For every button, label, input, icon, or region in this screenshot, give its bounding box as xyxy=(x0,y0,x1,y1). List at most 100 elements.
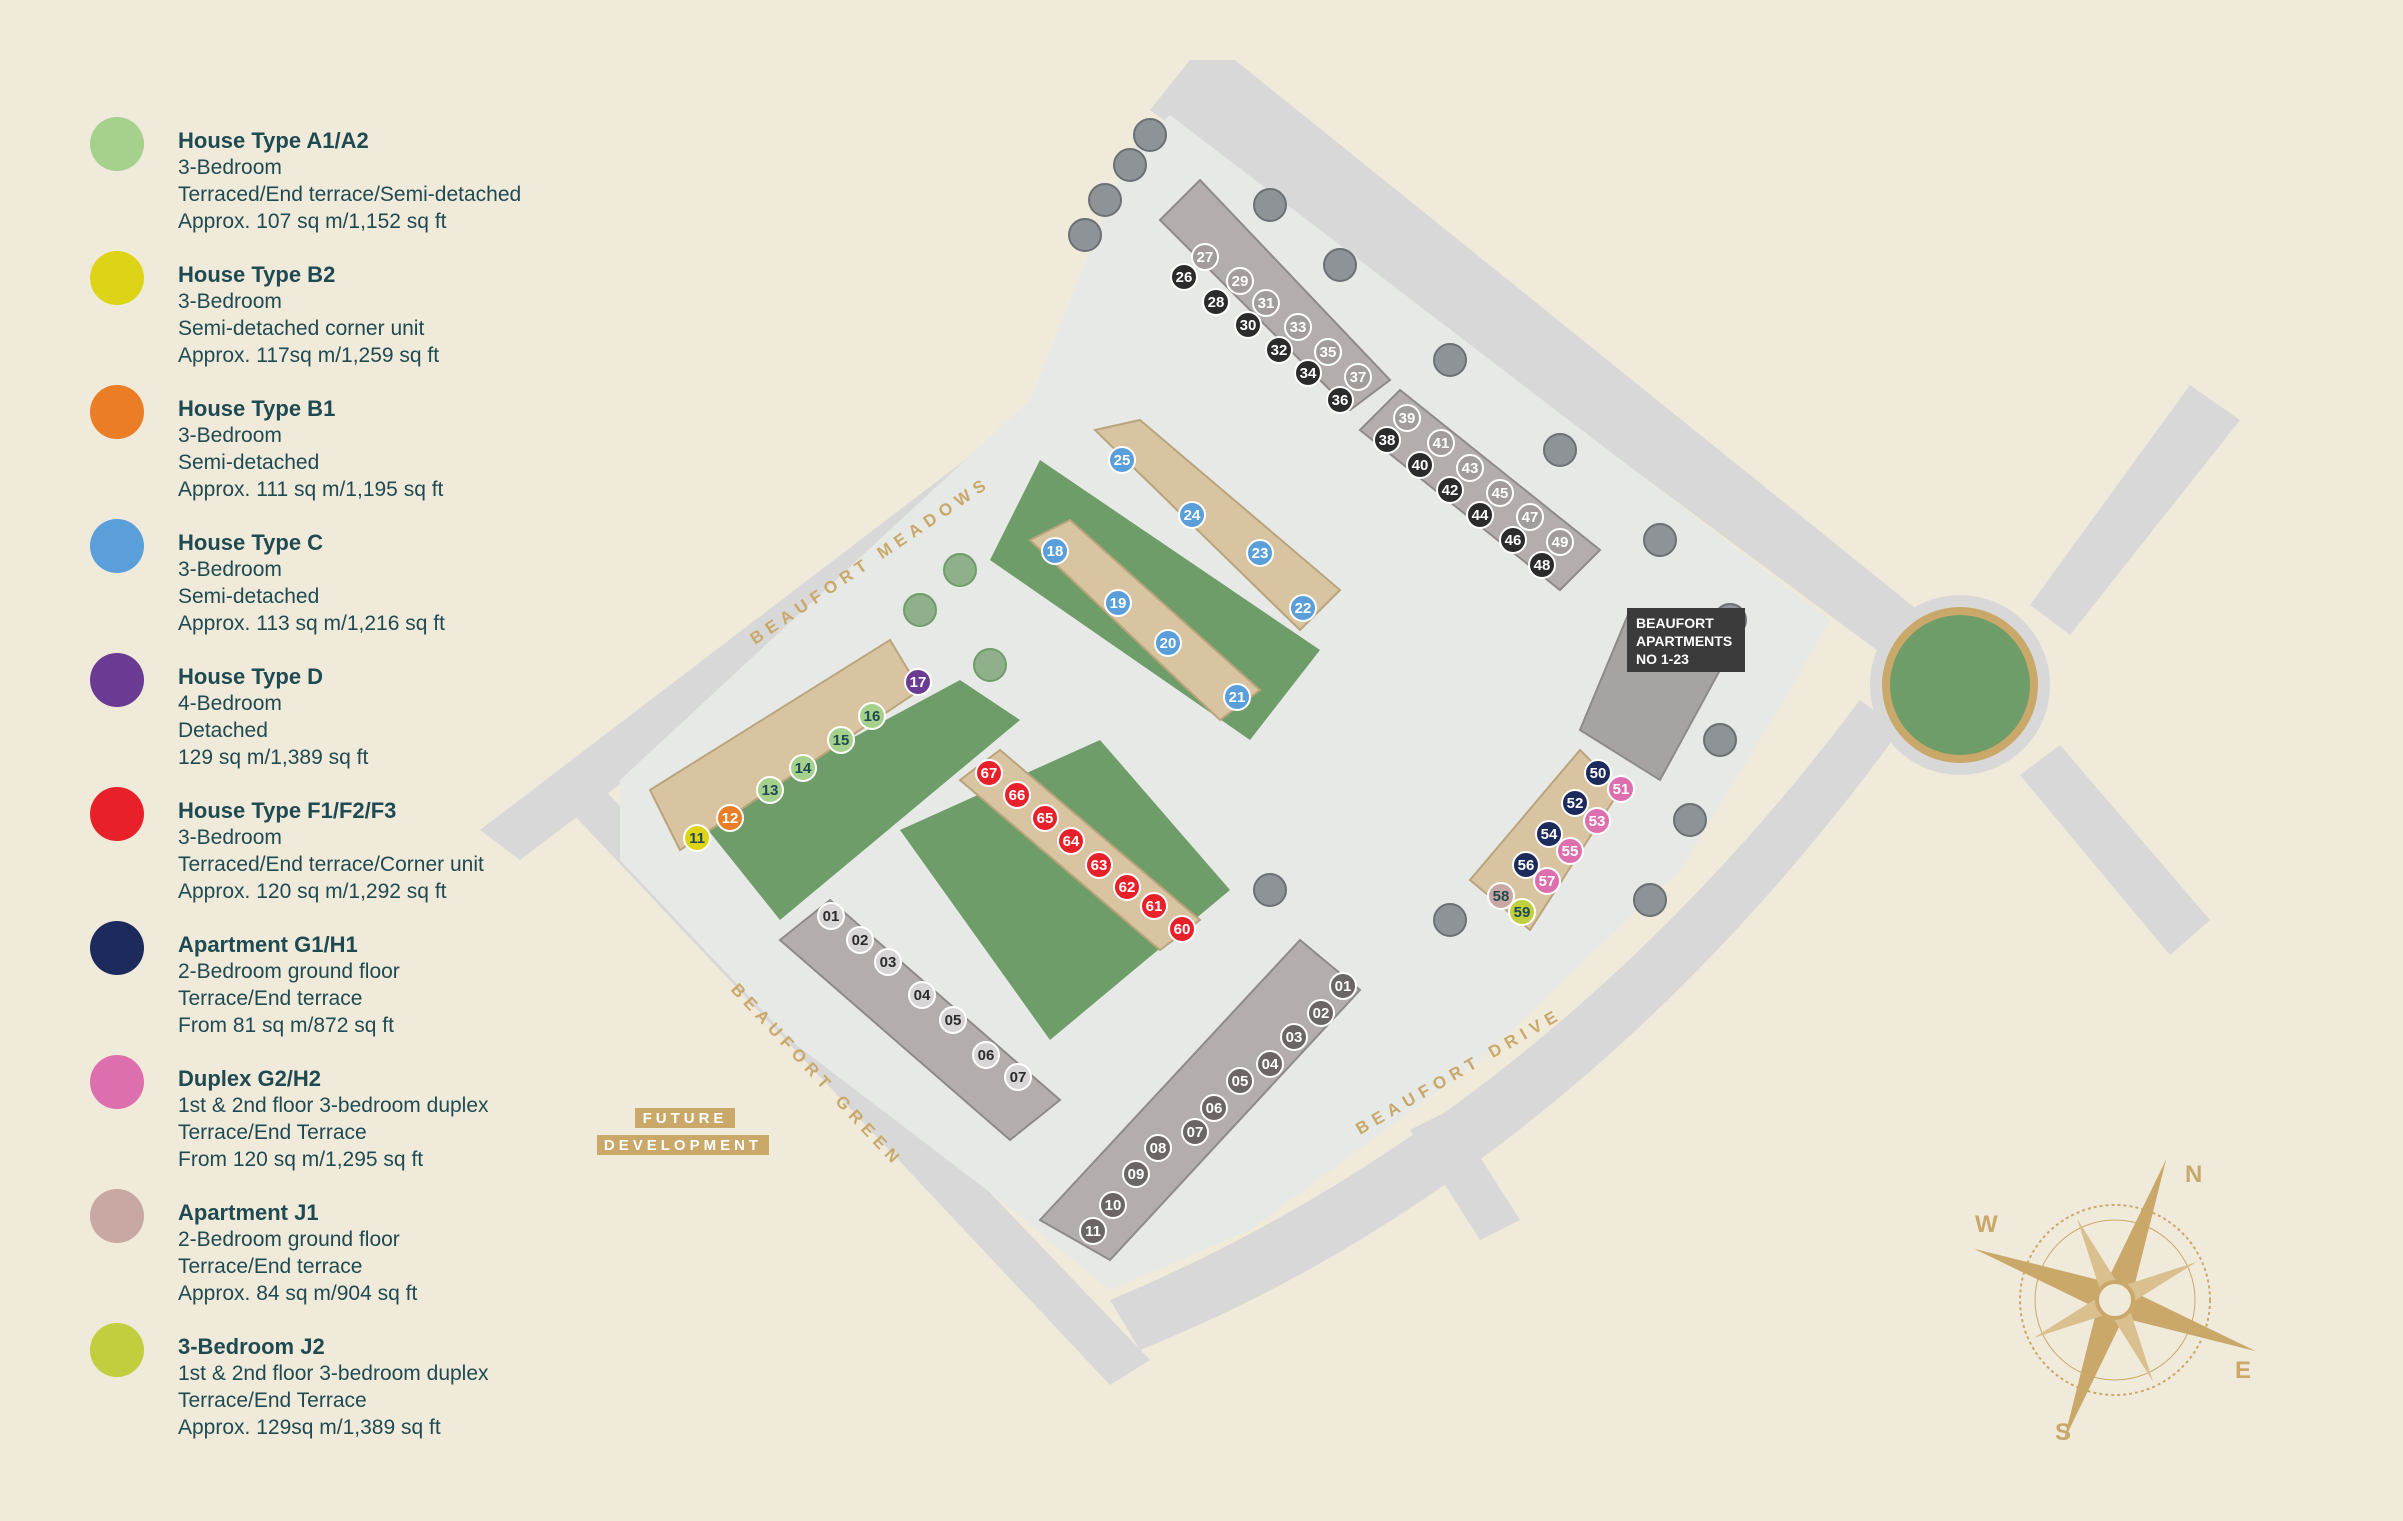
plot-marker[interactable] xyxy=(1223,683,1251,711)
plot-marker[interactable] xyxy=(1234,311,1262,339)
plot-marker[interactable] xyxy=(1265,336,1293,364)
plot-marker[interactable] xyxy=(756,776,784,804)
plot-number: 54 xyxy=(1541,826,1558,843)
plot-marker[interactable] xyxy=(1284,313,1312,341)
plot-marker[interactable] xyxy=(908,981,936,1009)
plot-number: 12 xyxy=(722,810,739,827)
plot-marker[interactable] xyxy=(1079,1217,1107,1245)
plot-marker[interactable] xyxy=(975,759,1003,787)
plot-marker[interactable] xyxy=(1584,759,1612,787)
tree xyxy=(1253,873,1287,907)
plot-number: 67 xyxy=(981,765,998,782)
plot-marker[interactable] xyxy=(1516,503,1544,531)
legend-line: Semi-detached corner unit xyxy=(178,317,425,340)
plot-marker[interactable] xyxy=(1508,898,1536,926)
plot-marker[interactable] xyxy=(817,902,845,930)
plot-marker[interactable] xyxy=(827,726,855,754)
plot-marker[interactable] xyxy=(1140,892,1168,920)
plot-marker[interactable] xyxy=(1200,1094,1228,1122)
plot-marker[interactable] xyxy=(1486,479,1514,507)
plot-marker[interactable] xyxy=(1307,999,1335,1027)
plot-marker[interactable] xyxy=(1004,1063,1032,1091)
plot-marker[interactable] xyxy=(789,754,817,782)
plot-number: 44 xyxy=(1472,507,1489,524)
plot-marker[interactable] xyxy=(1170,263,1198,291)
plot-marker[interactable] xyxy=(1256,1050,1284,1078)
plot-marker[interactable] xyxy=(1583,807,1611,835)
legend-line: Approx. 113 sq m/1,216 sq ft xyxy=(178,612,445,635)
plot-marker[interactable] xyxy=(1057,827,1085,855)
plot-number: 52 xyxy=(1567,795,1584,812)
plot-marker[interactable] xyxy=(1280,1023,1308,1051)
plot-marker[interactable] xyxy=(1535,820,1563,848)
plot-marker[interactable] xyxy=(1607,775,1635,803)
plot-number: 61 xyxy=(1146,898,1163,915)
plot-marker[interactable] xyxy=(1178,501,1206,529)
tree xyxy=(1253,188,1287,222)
plot-marker[interactable] xyxy=(1528,551,1556,579)
plot-marker[interactable] xyxy=(1226,267,1254,295)
plot-marker[interactable] xyxy=(1344,363,1372,391)
plot-number: 36 xyxy=(1332,392,1349,409)
plot-marker[interactable] xyxy=(1427,429,1455,457)
plot-marker[interactable] xyxy=(1373,426,1401,454)
legend-line: Terraced/End terrace/Corner unit xyxy=(178,853,484,876)
legend-title: House Type B1 xyxy=(178,396,336,421)
apartments-label-line2: APARTMENTS xyxy=(1636,633,1732,649)
plot-marker[interactable] xyxy=(1326,386,1354,414)
plot-marker[interactable] xyxy=(1561,789,1589,817)
legend-title: House Type A1/A2 xyxy=(178,128,369,153)
plot-marker[interactable] xyxy=(1108,446,1136,474)
plot-marker[interactable] xyxy=(904,668,932,696)
plot-marker[interactable] xyxy=(1003,781,1031,809)
plot-marker[interactable] xyxy=(1456,454,1484,482)
plot-marker[interactable] xyxy=(1154,629,1182,657)
plot-number: 28 xyxy=(1208,294,1225,311)
plot-marker[interactable] xyxy=(1487,882,1515,910)
plot-marker[interactable] xyxy=(1393,404,1421,432)
plot-marker[interactable] xyxy=(1466,501,1494,529)
plot-marker[interactable] xyxy=(1406,451,1434,479)
plot-marker[interactable] xyxy=(1202,288,1230,316)
plot-marker[interactable] xyxy=(972,1041,1000,1069)
plot-marker[interactable] xyxy=(1512,851,1540,879)
plot-marker[interactable] xyxy=(1099,1191,1127,1219)
plot-number: 34 xyxy=(1300,365,1317,382)
plot-marker[interactable] xyxy=(1546,528,1574,556)
plot-marker[interactable] xyxy=(1122,1160,1150,1188)
plot-marker[interactable] xyxy=(846,926,874,954)
plot-marker[interactable] xyxy=(1533,867,1561,895)
plot-marker[interactable] xyxy=(1085,851,1113,879)
plot-marker[interactable] xyxy=(1181,1118,1209,1146)
plot-marker[interactable] xyxy=(1252,289,1280,317)
plot-marker[interactable] xyxy=(858,702,886,730)
plot-marker[interactable] xyxy=(1329,972,1357,1000)
legend-line: Detached xyxy=(178,719,268,742)
plot-marker[interactable] xyxy=(1289,594,1317,622)
plot-marker[interactable] xyxy=(1113,873,1141,901)
plot-marker[interactable] xyxy=(716,804,744,832)
plot-marker[interactable] xyxy=(1436,476,1464,504)
plot-marker[interactable] xyxy=(1041,537,1069,565)
plot-marker[interactable] xyxy=(1246,539,1274,567)
plot-marker[interactable] xyxy=(1556,837,1584,865)
plot-marker[interactable] xyxy=(1294,359,1322,387)
plot-marker[interactable] xyxy=(1031,804,1059,832)
plot-number: 41 xyxy=(1433,435,1450,452)
plot-marker[interactable] xyxy=(1314,338,1342,366)
plot-marker[interactable] xyxy=(874,948,902,976)
plot-number: 38 xyxy=(1379,432,1396,449)
plot-marker[interactable] xyxy=(1499,526,1527,554)
plot-number: 39 xyxy=(1399,410,1416,427)
plot-marker[interactable] xyxy=(939,1006,967,1034)
plot-marker[interactable] xyxy=(1144,1134,1172,1162)
legend-line: From 81 sq m/872 sq ft xyxy=(178,1014,394,1037)
plot-marker[interactable] xyxy=(1191,243,1219,271)
plot-marker[interactable] xyxy=(1104,589,1132,617)
compass-s: S xyxy=(2055,1419,2071,1446)
plot-marker[interactable] xyxy=(1226,1067,1254,1095)
legend-line: 4-Bedroom xyxy=(178,692,282,715)
plot-marker[interactable] xyxy=(683,824,711,852)
plot-marker[interactable] xyxy=(1168,915,1196,943)
legend-line: 3-Bedroom xyxy=(178,826,282,849)
